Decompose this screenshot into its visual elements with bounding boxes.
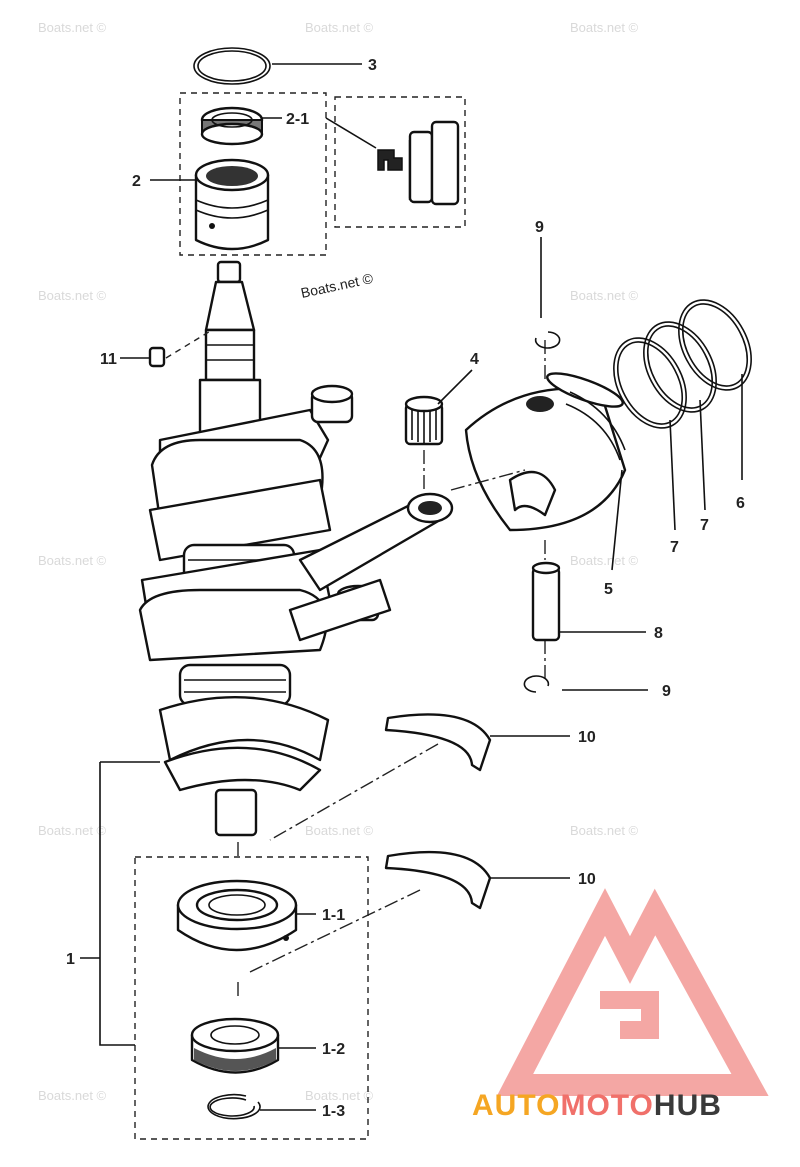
brand-moto: MOTO (560, 1089, 653, 1122)
piston-part (464, 372, 627, 532)
watermark: Boats.net © (305, 1088, 374, 1103)
watermark: Boats.net © (570, 288, 639, 303)
main-bearing-part (176, 879, 298, 952)
callout-7-a: 7 (700, 517, 709, 534)
callout-7-b: 7 (670, 539, 679, 556)
watermark: Boats.net © (38, 823, 107, 838)
woodruff-key-part (148, 346, 166, 368)
watermark: Boats.net © (38, 1088, 107, 1103)
brand-hub: HUB (654, 1089, 722, 1122)
crankshaft-part (138, 260, 332, 837)
callout-4: 4 (470, 351, 479, 368)
needle-ring-part (200, 106, 264, 146)
piston-rings-part (613, 299, 752, 429)
watermark: Boats.net © (305, 823, 374, 838)
watermark: Boats.net © (38, 20, 107, 35)
callout-8: 8 (654, 625, 663, 642)
callout-10-b: 10 (578, 871, 596, 888)
callout-11: 11 (100, 351, 117, 368)
snap-ring-part (207, 1093, 261, 1120)
watermark: Boats.net © (570, 823, 639, 838)
watermark: Boats.net © (305, 20, 374, 35)
callout-5: 5 (604, 581, 613, 598)
callout-6: 6 (736, 495, 745, 512)
callout-1-2: 1-2 (322, 1041, 345, 1058)
callout-1-1: 1-1 (322, 907, 345, 924)
watermark-layer: Boats.net © Boats.net © Boats.net © Boat… (38, 20, 639, 1103)
o-ring-part (193, 47, 271, 85)
callout-9-bottom: 9 (662, 683, 671, 700)
key-leader-line (165, 329, 213, 359)
piston-axis-line (450, 469, 526, 491)
callout-1: 1 (66, 951, 75, 968)
callout-2: 2 (132, 173, 141, 190)
callout-9-top: 9 (535, 219, 544, 236)
needle-detail-box (334, 96, 466, 228)
callout-1-3: 1-3 (322, 1103, 345, 1120)
brand-auto: AUTO (472, 1089, 560, 1122)
automotohub-logo: AUTOMOTOHUB (472, 888, 769, 1122)
watermark: Boats.net © (38, 288, 107, 303)
upper-bearing-part (194, 158, 270, 251)
thrust-washer-bottom-part (384, 850, 492, 910)
alignment-line (249, 889, 421, 973)
needle-detail-part (377, 120, 460, 206)
lower-bearing-group-box (134, 856, 369, 1140)
leader-lines (80, 63, 743, 1111)
watermark: Boats.net © (38, 553, 107, 568)
small-end-bearing-part (404, 395, 444, 446)
circlip-bottom-part (523, 675, 550, 693)
brand-text: AUTOMOTOHUB (472, 1089, 722, 1122)
thrust-washer-top-part (384, 713, 492, 772)
circlip-top-part (534, 331, 561, 349)
callout-2-1: 2-1 (286, 111, 309, 128)
snap-ring-part (209, 1097, 255, 1117)
alignment-line (269, 743, 439, 841)
oil-seal-part (190, 1017, 280, 1074)
boats-net-credit: Boats.net © (299, 270, 375, 301)
callout-10-a: 10 (578, 729, 596, 746)
callout-3: 3 (368, 57, 377, 74)
connecting-rod-part (288, 492, 454, 642)
watermark: Boats.net © (570, 20, 639, 35)
watermark: Boats.net © (570, 553, 639, 568)
piston-pin-part (531, 561, 561, 642)
